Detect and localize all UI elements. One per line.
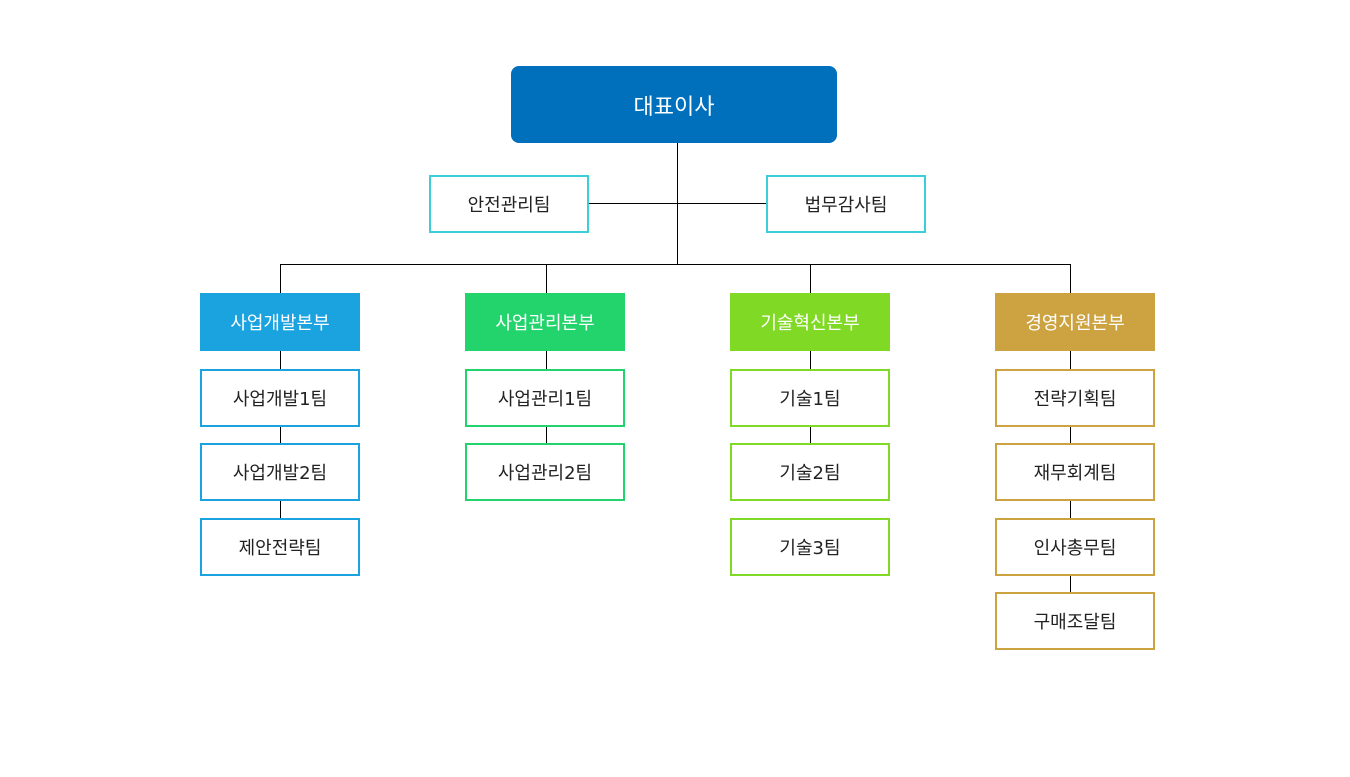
division-head: 기술혁신본부 <box>730 293 890 351</box>
team-label: 사업개발2팀 <box>232 463 328 484</box>
staff-label: 법무감사팀 <box>804 195 888 216</box>
division-head: 사업개발본부 <box>200 293 360 351</box>
staff-box-safety: 안전관리팀 <box>429 175 589 233</box>
team-label: 사업관리1팀 <box>497 389 593 410</box>
team-box: 기술1팀 <box>730 369 890 427</box>
team-box: 제안전략팀 <box>200 518 360 576</box>
ceo-label: 대표이사 <box>633 94 715 120</box>
connector-divisions-bus <box>280 264 1071 265</box>
team-label: 기술2팀 <box>779 463 841 484</box>
team-label: 제안전략팀 <box>238 538 322 559</box>
team-box: 기술3팀 <box>730 518 890 576</box>
division-head: 사업관리본부 <box>465 293 625 351</box>
staff-box-legal-audit: 법무감사팀 <box>766 175 926 233</box>
staff-label: 안전관리팀 <box>467 195 551 216</box>
division-label: 사업관리본부 <box>495 313 595 334</box>
team-label: 구매조달팀 <box>1033 612 1117 633</box>
connector-division-4 <box>1070 264 1071 293</box>
team-box: 구매조달팀 <box>995 592 1155 650</box>
team-box: 사업개발2팀 <box>200 443 360 501</box>
division-head: 경영지원본부 <box>995 293 1155 351</box>
team-label: 전략기획팀 <box>1033 389 1117 410</box>
team-label: 인사총무팀 <box>1033 538 1117 559</box>
team-label: 기술1팀 <box>779 389 841 410</box>
team-label: 사업개발1팀 <box>232 389 328 410</box>
team-box: 사업개발1팀 <box>200 369 360 427</box>
team-label: 기술3팀 <box>779 538 841 559</box>
team-box: 재무회계팀 <box>995 443 1155 501</box>
connector-team-vertical <box>810 427 811 443</box>
team-label: 사업관리2팀 <box>497 463 593 484</box>
team-box: 전략기획팀 <box>995 369 1155 427</box>
connector-team-vertical <box>280 351 281 518</box>
team-box: 인사총무팀 <box>995 518 1155 576</box>
division-label: 사업개발본부 <box>230 313 330 334</box>
connector-team-vertical <box>810 351 811 369</box>
division-label: 경영지원본부 <box>1025 313 1125 334</box>
connector-division-2 <box>546 264 547 293</box>
connector-division-1 <box>280 264 281 293</box>
team-label: 재무회계팀 <box>1033 463 1117 484</box>
connector-staff <box>588 203 767 204</box>
ceo-box: 대표이사 <box>511 66 837 143</box>
team-box: 사업관리1팀 <box>465 369 625 427</box>
connector-division-3 <box>810 264 811 293</box>
division-label: 기술혁신본부 <box>760 313 860 334</box>
team-box: 기술2팀 <box>730 443 890 501</box>
team-box: 사업관리2팀 <box>465 443 625 501</box>
